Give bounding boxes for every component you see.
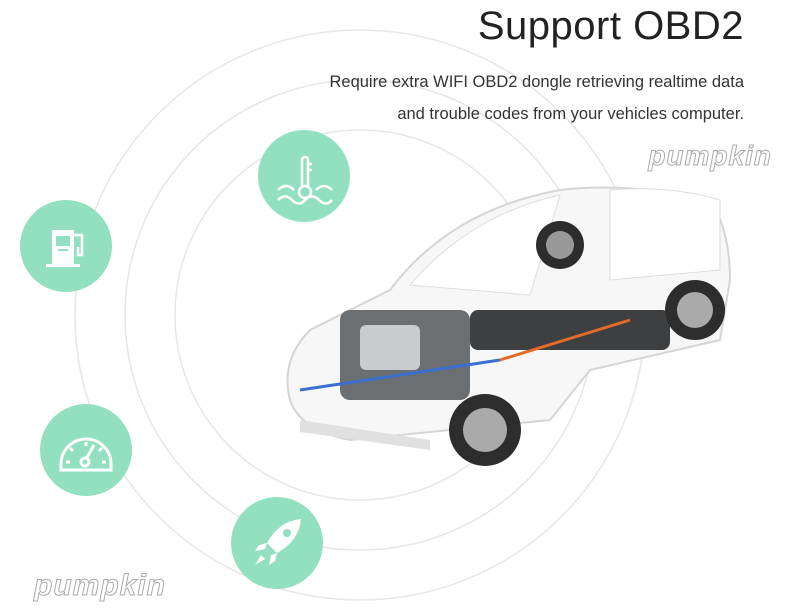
- wheel-rear: [665, 280, 725, 340]
- coolant-temperature-icon: [277, 155, 333, 205]
- description-line-1: Require extra WIFI OBD2 dongle retrievin…: [329, 73, 744, 91]
- brand-logo-bottom: pumpkin: [34, 569, 166, 602]
- wheel-front: [449, 394, 521, 466]
- speedometer-badge: [40, 404, 132, 496]
- wheel-far: [536, 221, 584, 269]
- fuel-badge: [20, 200, 112, 292]
- speedometer-icon: [59, 437, 113, 472]
- description: Require extra WIFI OBD2 dongle retrievin…: [329, 66, 744, 130]
- page-title: Support OBD2: [477, 4, 744, 48]
- rocket-icon: [255, 519, 301, 565]
- car-chassis-illustration: [286, 186, 732, 466]
- rocket-badge: [231, 497, 323, 589]
- brand-logo-top: pumpkin: [648, 140, 772, 172]
- fuel-pump-icon: [46, 230, 84, 267]
- description-line-2: and trouble codes from your vehicles com…: [397, 105, 744, 123]
- coolant-badge: [258, 130, 350, 222]
